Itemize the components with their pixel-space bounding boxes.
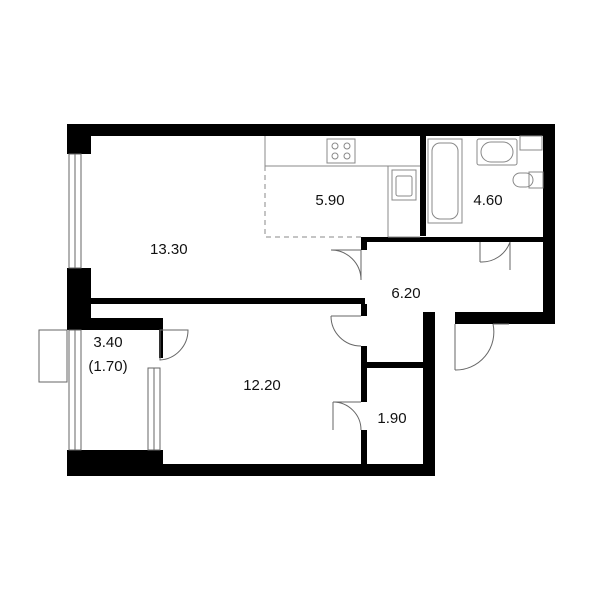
- bathroom-fixtures: [427, 135, 544, 224]
- balcony-area-reduced: (1.70): [88, 358, 127, 375]
- room-labels: 13.30 5.90 4.60 6.20 3.40 (1.70) 12.20 1…: [88, 192, 502, 427]
- hallway-area: 6.20: [391, 285, 420, 302]
- exterior-walls: [67, 124, 555, 476]
- door-bedroom: [330, 315, 362, 347]
- balcony-ledge: [38, 329, 68, 383]
- bathroom-area: 4.60: [473, 192, 502, 209]
- door-entrance: [454, 323, 495, 371]
- closet-area: 1.90: [377, 410, 406, 427]
- washbasin-icon: [476, 138, 518, 166]
- kitchen-zone-outline: [264, 166, 363, 238]
- living-room-area: 13.30: [150, 241, 188, 258]
- kitchen-fixtures: [264, 136, 420, 238]
- doors: [159, 241, 511, 431]
- kitchen-sink-icon: [391, 169, 417, 201]
- bathtub-icon: [427, 138, 463, 224]
- door-living-room: [330, 249, 362, 281]
- door-bathroom: [479, 241, 511, 270]
- toilet-icon: [528, 171, 544, 189]
- bedroom-area: 12.20: [243, 377, 281, 394]
- interior-walls: [90, 136, 555, 470]
- kitchen-area: 5.90: [315, 192, 344, 209]
- door-closet: [332, 401, 362, 431]
- door-balcony: [159, 329, 189, 361]
- shower-tray-icon: [519, 135, 543, 151]
- balcony-area: 3.40: [93, 334, 122, 351]
- cooktop-icon: [326, 138, 356, 164]
- windows: [38, 153, 161, 451]
